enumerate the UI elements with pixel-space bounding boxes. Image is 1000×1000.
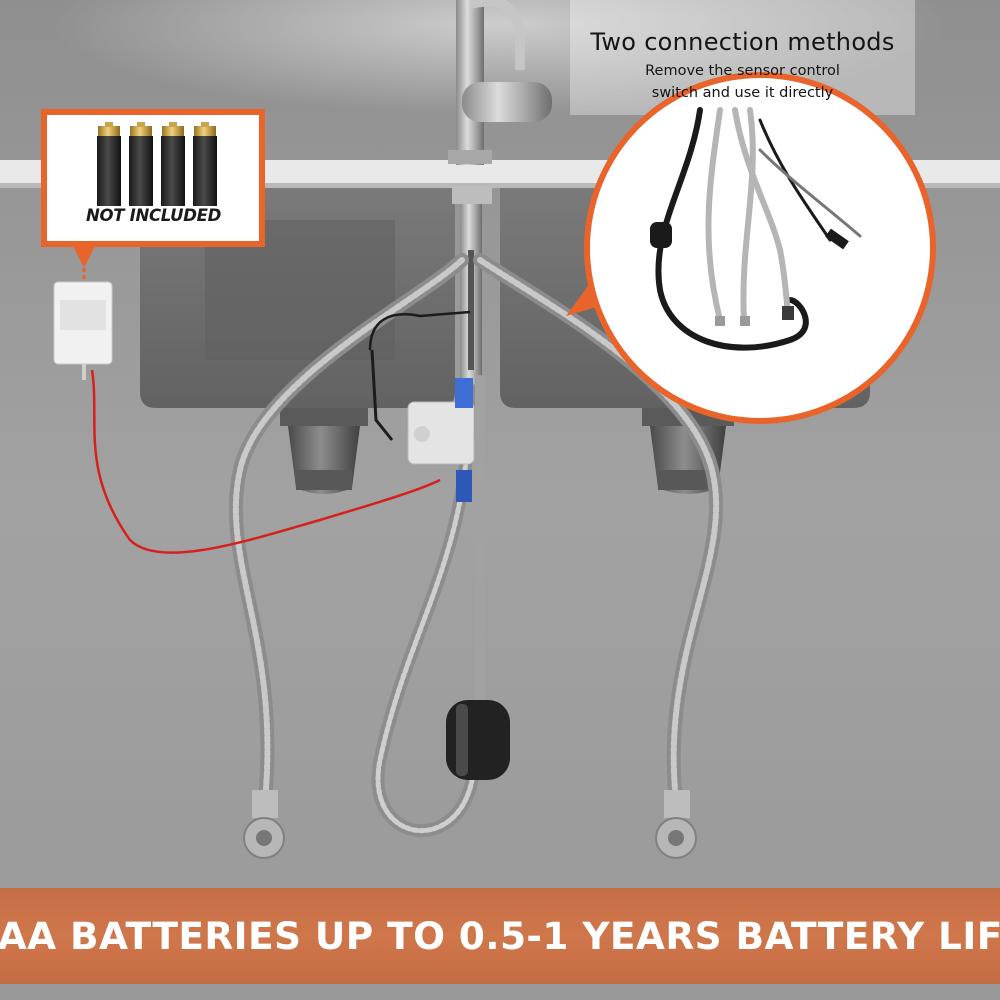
hose-fitting-left <box>243 790 285 859</box>
battery-box <box>53 281 113 380</box>
connection-zoom-callout <box>566 72 936 424</box>
faucet <box>448 0 552 165</box>
sensor-wire <box>368 310 471 351</box>
supply-hoses <box>228 253 723 838</box>
battery-life-text: 4AA BATTERIES UP TO 0.5-1 YEARS BATTERY … <box>0 914 1000 958</box>
caption-title: Two connection methods <box>590 28 895 56</box>
connection-methods-caption: Two connection methods Remove the sensor… <box>585 28 900 104</box>
caption-line-2: switch and use it directly <box>651 85 834 101</box>
battery-life-banner: 4AA BATTERIES UP TO 0.5-1 YEARS BATTERY … <box>0 888 1000 984</box>
hose-fitting-right <box>655 790 697 859</box>
solenoid-valve <box>407 378 475 502</box>
faucet-shank <box>452 186 492 384</box>
caption-line-1: Remove the sensor control <box>645 63 840 79</box>
battery-wire <box>90 369 441 554</box>
battery-callout <box>41 109 265 268</box>
hose-weight <box>446 700 510 780</box>
batteries-icon <box>97 122 217 206</box>
not-included-label: NOT INCLUDED <box>86 206 221 225</box>
drain-left <box>280 408 368 494</box>
